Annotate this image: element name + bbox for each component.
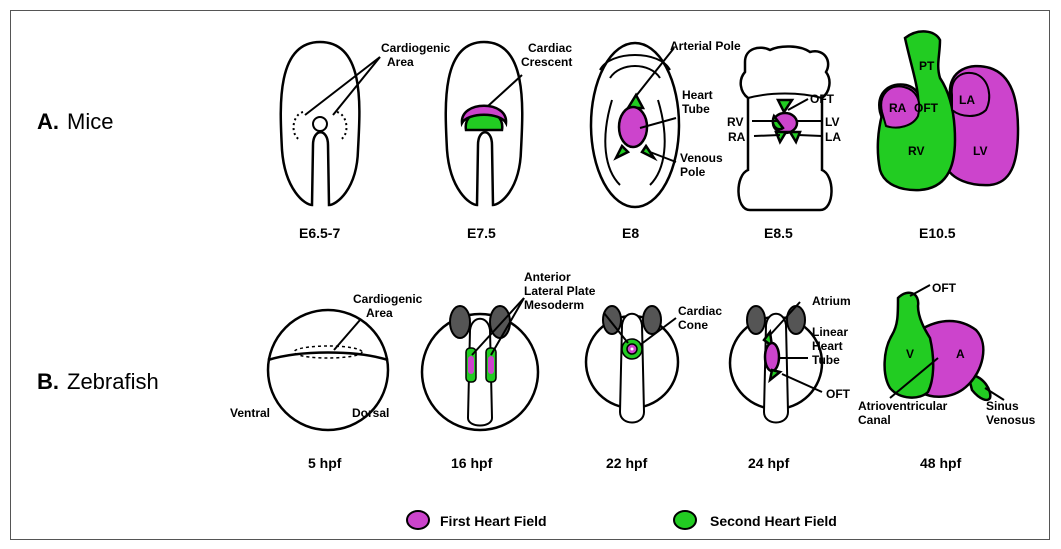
label-sinus-venosus-2: Venosus: [986, 413, 1036, 427]
embryo-e7-5: [446, 42, 523, 205]
label-sinus-venosus: Sinus: [986, 399, 1019, 413]
embryo-e8-5: [738, 46, 831, 210]
label-la-e8-5: LA: [825, 130, 841, 144]
label-rv-e10-5: RV: [908, 144, 924, 158]
heart-48-hpf: [885, 285, 1004, 400]
stage-label: E8.5: [764, 225, 793, 241]
second-heart-field-swatch: [674, 511, 696, 529]
label-alpm: Anterior: [524, 270, 571, 284]
label-cardiogenic-area: Cardiogenic: [381, 41, 451, 55]
label-linear-heart-tube-2: Heart: [812, 339, 843, 353]
embryo-22-hpf: [586, 306, 678, 423]
label-alpm-2: Lateral Plate: [524, 284, 596, 298]
label-oft-e10-5: OFT: [914, 101, 939, 115]
label-atrium: Atrium: [812, 294, 851, 308]
label-pt: PT: [919, 59, 935, 73]
first-heart-field-swatch: [407, 511, 429, 529]
label-venous-pole: Venous: [680, 151, 723, 165]
label-ra-e8-5: RA: [728, 130, 746, 144]
label-rv-e8-5: RV: [727, 115, 743, 129]
legend: First Heart Field Second Heart Field: [407, 511, 837, 529]
label-dorsal: Dorsal: [352, 406, 389, 420]
stage-label: 5 hpf: [308, 455, 342, 471]
label-lv-e10-5: LV: [973, 144, 987, 158]
legend-first-heart-field: First Heart Field: [440, 513, 547, 529]
stage-label: 24 hpf: [748, 455, 790, 471]
label-cardiac-cone: Cardiac: [678, 304, 722, 318]
stage-label: 22 hpf: [606, 455, 648, 471]
row-label-mice: A.Mice: [37, 109, 113, 134]
stage-label: E7.5: [467, 225, 496, 241]
row-label-zebrafish: B.Zebrafish: [37, 369, 159, 394]
label-a: A: [956, 347, 965, 361]
label-ra-e10-5: RA: [889, 101, 907, 115]
label-zf-cardiogenic-area-2: Area: [366, 306, 393, 320]
label-oft-e8-5: OFT: [810, 92, 835, 106]
label-lv-e8-5: LV: [825, 115, 839, 129]
stage-label: E8: [622, 225, 639, 241]
label-cardiac-cone-2: Cone: [678, 318, 708, 332]
label-venous-pole-2: Pole: [680, 165, 706, 179]
label-cardiogenic-area-2: Area: [387, 55, 414, 69]
stage-label: E10.5: [919, 225, 956, 241]
label-heart-tube: Heart: [682, 88, 713, 102]
label-alpm-3: Mesoderm: [524, 298, 584, 312]
label-avc-2: Canal: [858, 413, 891, 427]
label-avc: Atrioventricular: [858, 399, 948, 413]
stage-label: 16 hpf: [451, 455, 493, 471]
legend-second-heart-field: Second Heart Field: [710, 513, 837, 529]
label-arterial-pole: Arterial Pole: [670, 39, 741, 53]
embryo-24-hpf: [730, 302, 822, 423]
label-heart-tube-2: Tube: [682, 102, 710, 116]
stage-label: E6.5-7: [299, 225, 340, 241]
stage-label: 48 hpf: [920, 455, 962, 471]
label-cardiac-crescent-2: Crescent: [521, 55, 572, 69]
embryo-e8: [591, 43, 679, 207]
label-zf-cardiogenic-area: Cardiogenic: [353, 292, 423, 306]
label-linear-heart-tube: Linear: [812, 325, 848, 339]
label-ventral: Ventral: [230, 406, 270, 420]
embryo-16-hpf: [422, 298, 538, 430]
label-la-e10-5: LA: [959, 93, 975, 107]
label-oft-24-hpf: OFT: [826, 387, 851, 401]
label-oft-48-hpf: OFT: [932, 281, 957, 295]
embryo-e6-5-7: [281, 42, 380, 205]
label-linear-heart-tube-3: Tube: [812, 353, 840, 367]
label-cardiac-crescent: Cardiac: [528, 41, 572, 55]
label-v: V: [906, 347, 914, 361]
